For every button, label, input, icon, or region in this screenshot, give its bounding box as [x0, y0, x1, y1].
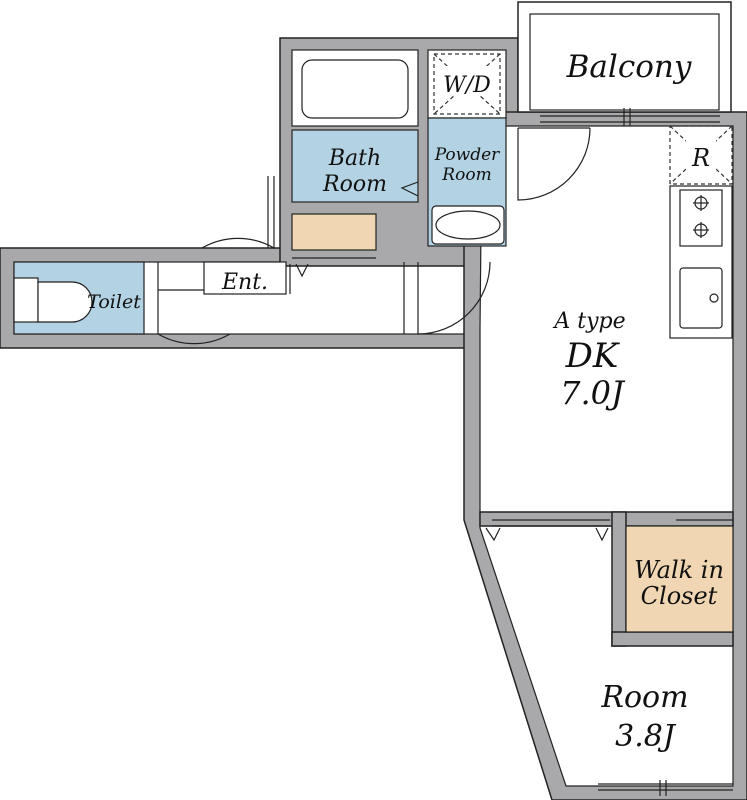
toilet-door — [157, 262, 231, 345]
closet-label-2: Closet — [641, 582, 718, 610]
walk-in-closet: Walk in Closet — [625, 525, 734, 633]
entrance-label: Ent. — [221, 270, 268, 295]
toilet-tank-icon — [13, 277, 39, 323]
entrance: Ent. — [157, 176, 491, 345]
refrigerator-label: R — [691, 144, 710, 172]
powder-label-2: Room — [441, 165, 491, 185]
bathtub-icon — [301, 59, 409, 119]
shoe-storage — [291, 213, 377, 251]
bath-label-2: Room — [322, 172, 387, 197]
wd-label: W/D — [443, 73, 491, 98]
sliding-door — [485, 519, 733, 542]
entrance-door — [201, 176, 275, 250]
toilet-room: Toilet — [13, 261, 145, 335]
dk-room-partition — [479, 511, 734, 527]
dk-size-label: 7.0J — [560, 374, 626, 412]
dk-name-label: DK — [565, 336, 621, 376]
balcony: Balcony — [517, 1, 732, 126]
bath-room: Bath Room — [291, 49, 419, 259]
powder-door — [517, 127, 591, 201]
kitchen-counter — [669, 185, 733, 339]
closet-wall — [611, 511, 627, 647]
room-name-label: Room — [600, 680, 688, 715]
balcony-label: Balcony — [566, 49, 692, 85]
type-label: A type — [552, 309, 625, 334]
room-window — [598, 780, 733, 796]
dk-door — [417, 261, 491, 335]
toilet-bowl-icon — [37, 281, 93, 323]
powder-label-1: Powder — [434, 145, 500, 165]
room-size-label: 3.8J — [615, 719, 677, 754]
toilet-label: Toilet — [87, 291, 141, 313]
closet-label-1: Walk in — [634, 556, 724, 584]
sink-icon — [679, 267, 723, 329]
refrigerator: R — [669, 125, 733, 185]
powder-room: W/D Powder Room — [427, 49, 507, 247]
refrigerator-icon — [669, 125, 733, 185]
bath-label-1: Bath — [328, 146, 381, 171]
